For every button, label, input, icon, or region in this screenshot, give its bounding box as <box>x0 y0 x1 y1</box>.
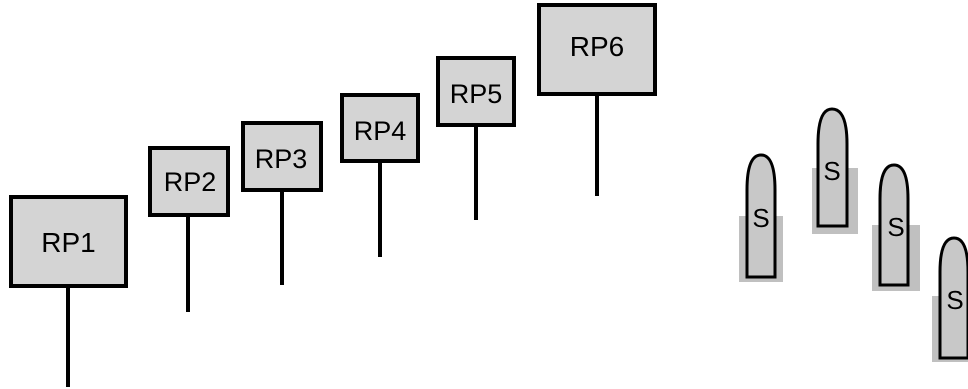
rp-sign-2: RP2 <box>148 146 230 312</box>
s-marker-body-3 <box>878 163 910 287</box>
rp-label-4: RP4 <box>354 116 407 146</box>
rp-label-2: RP2 <box>164 167 217 197</box>
rp-label-6: RP6 <box>570 31 624 62</box>
s-marker-4: S <box>932 236 968 362</box>
rp-sign-1: RP1 <box>9 195 128 387</box>
rp-sign-5: RP5 <box>436 56 516 220</box>
rp-box-2 <box>148 146 230 217</box>
rp-sign-3: RP3 <box>241 121 323 285</box>
rp-sign-6: RP6 <box>537 3 657 196</box>
rp-box-3 <box>241 121 323 192</box>
rp-box-4 <box>340 93 420 163</box>
s-marker-1: S <box>739 153 783 282</box>
s-marker-label-4: S <box>946 285 963 315</box>
s-marker-body-2 <box>816 107 849 228</box>
s-marker-3: S <box>872 163 920 291</box>
rp-label-3: RP3 <box>255 144 308 174</box>
s-marker-label-3: S <box>887 212 904 242</box>
rp-box-1 <box>9 195 128 288</box>
rp-sign-4: RP4 <box>340 93 420 257</box>
rp-box-5 <box>436 56 516 127</box>
rp-label-5: RP5 <box>450 79 503 109</box>
s-marker-2: S <box>812 107 858 234</box>
s-marker-body-1 <box>745 153 777 279</box>
rp-label-1: RP1 <box>41 227 95 258</box>
rp-box-6 <box>537 3 657 96</box>
s-marker-label-1: S <box>752 203 769 233</box>
s-marker-label-2: S <box>823 156 840 186</box>
